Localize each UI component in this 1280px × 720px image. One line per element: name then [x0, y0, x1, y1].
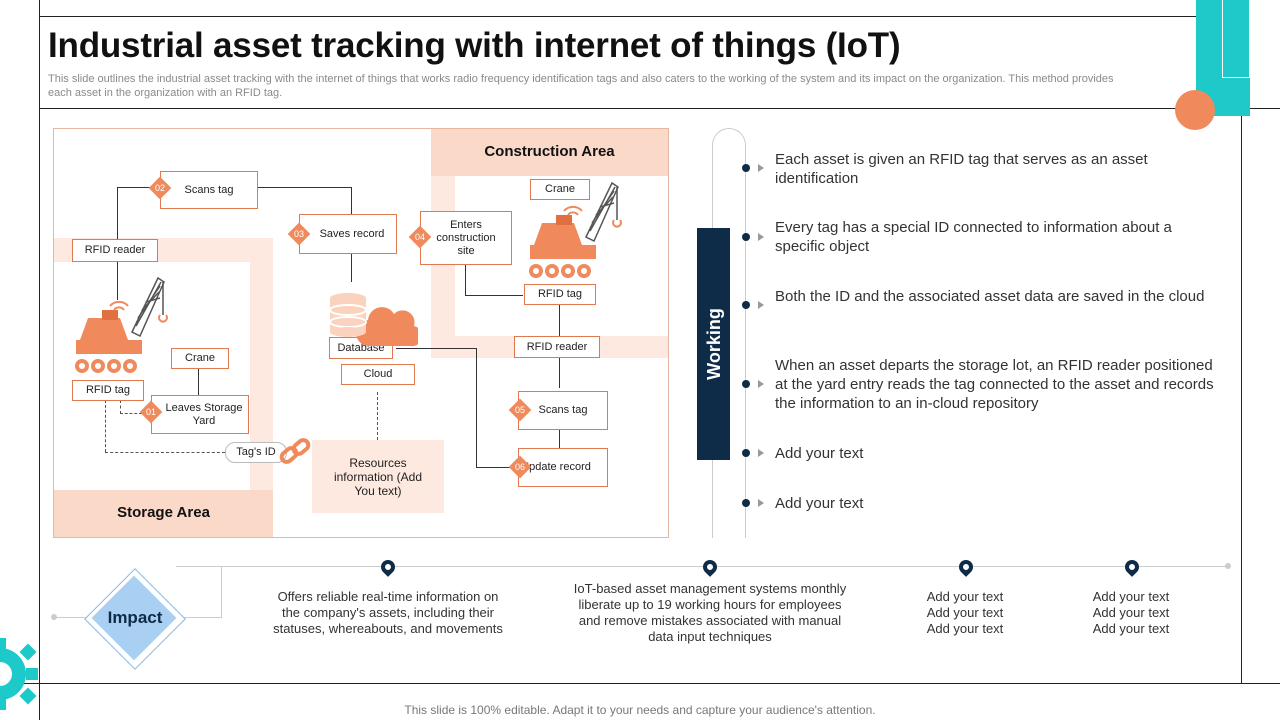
rfid-tag-box-top: RFID tag [524, 284, 596, 305]
working-arrow [758, 233, 764, 241]
chain-link-icon [279, 438, 311, 464]
impact-label: Impact [107, 608, 163, 627]
scans-tag-box-2: Scans tag [518, 391, 608, 430]
connector [117, 262, 118, 300]
orange-decor-circle [1175, 90, 1215, 130]
connector [465, 295, 523, 296]
working-arrow [758, 164, 764, 172]
step-number-06: 06 [508, 455, 532, 479]
update-record-box: Update record [518, 448, 608, 487]
working-arrow [758, 499, 764, 507]
impact-item-2: IoT-based asset management systems month… [573, 581, 847, 644]
working-bullet-dot [742, 301, 750, 309]
connector [198, 369, 199, 395]
step-number-04: 04 [408, 225, 432, 249]
dashed-connector [105, 400, 106, 452]
rfid-reader-box-2: RFID reader [514, 336, 600, 358]
impact-end-dot [1225, 563, 1231, 569]
dashed-connector [120, 413, 142, 414]
connector [559, 430, 560, 448]
working-bullet-dot [742, 380, 750, 388]
storage-area-label: Storage Area [117, 504, 210, 521]
step-number-03: 03 [287, 222, 311, 246]
connector [117, 187, 118, 240]
saves-record-box: Saves record [299, 214, 397, 254]
rfid-reader-box-1: RFID reader [72, 239, 158, 262]
dashed-connector [105, 452, 225, 453]
working-arrow [758, 301, 764, 309]
database-cloud-icon [329, 293, 418, 347]
construction-area-label-bg [431, 129, 668, 176]
frame-right-line [1241, 108, 1242, 683]
step-number-05: 05 [508, 398, 532, 422]
step-number-01: 01 [139, 400, 163, 424]
connector [476, 348, 477, 468]
connector [257, 187, 352, 188]
working-item-3: Both the ID and the associated asset dat… [775, 288, 1205, 305]
enters-site-box: Enters construction site [420, 211, 512, 265]
working-arrow [758, 449, 764, 457]
connector [559, 305, 560, 337]
storage-area-label-bg [54, 490, 273, 537]
frame-top-line [39, 16, 1199, 17]
crane-box-top: Crane [530, 179, 590, 200]
crane-icon-left [75, 276, 168, 373]
footer-note: This slide is 100% editable. Adapt it to… [404, 703, 876, 717]
impact-item-1: Offers reliable real-time information on… [273, 589, 503, 636]
working-bullet-dot [742, 233, 750, 241]
teal-decor-outline [1222, 0, 1250, 78]
crane-box-left: Crane [171, 348, 229, 369]
connector [351, 187, 352, 214]
connector [465, 265, 466, 295]
impact-timeline [222, 566, 1228, 567]
frame-bottom-line [0, 683, 1280, 684]
crane-icon-top [529, 181, 622, 278]
impact-line-left [54, 617, 94, 618]
working-item-5: Add your text [775, 445, 864, 462]
tags-id-box: Tag's ID [225, 442, 287, 463]
impact-line-elbow [176, 566, 222, 618]
impact-line-elbow-bottom [176, 617, 222, 618]
dashed-connector [377, 392, 378, 440]
working-item-2: Every tag has a special ID connected to … [775, 219, 1172, 255]
connector [351, 254, 352, 282]
resources-info-box: Resources information (Add You text) [312, 440, 444, 513]
working-bullet-dot [742, 449, 750, 457]
impact-pin [700, 557, 720, 577]
impact-pin [378, 557, 398, 577]
cloud-box: Cloud [341, 364, 415, 385]
connector [559, 358, 560, 388]
connector [396, 348, 476, 349]
impact-pin [956, 557, 976, 577]
leaves-storage-box: Leaves Storage Yard [151, 395, 249, 434]
impact-item-3: Add your text Add your text Add your tex… [926, 589, 1004, 636]
connector [117, 187, 159, 188]
scans-tag-box-1: Scans tag [160, 171, 258, 209]
rfid-tag-box-left: RFID tag [72, 380, 144, 401]
gear-icon [0, 638, 38, 710]
page-subtitle: This slide outlines the industrial asset… [48, 73, 1114, 99]
working-arrow [758, 380, 764, 388]
working-label-bg [697, 228, 730, 460]
frame-title-underline [39, 108, 1280, 109]
dashed-connector [120, 400, 121, 414]
page-title: Industrial asset tracking with internet … [48, 26, 901, 65]
working-bullet-dot [742, 164, 750, 172]
frame-left-line [39, 0, 40, 720]
impact-pin [1122, 557, 1142, 577]
working-bullet-dot [742, 499, 750, 507]
construction-area-label: Construction Area [484, 143, 615, 160]
working-label: Working [704, 308, 724, 380]
working-item-1: Each asset is given an RFID tag that ser… [775, 151, 1148, 187]
step-number-02: 02 [148, 176, 172, 200]
connector [476, 467, 518, 468]
working-item-6: Add your text [775, 495, 864, 512]
impact-item-4: Add your text Add your text Add your tex… [1092, 589, 1170, 636]
working-item-4: When an asset departs the storage lot, a… [775, 357, 1214, 412]
impact-start-dot [51, 614, 57, 620]
